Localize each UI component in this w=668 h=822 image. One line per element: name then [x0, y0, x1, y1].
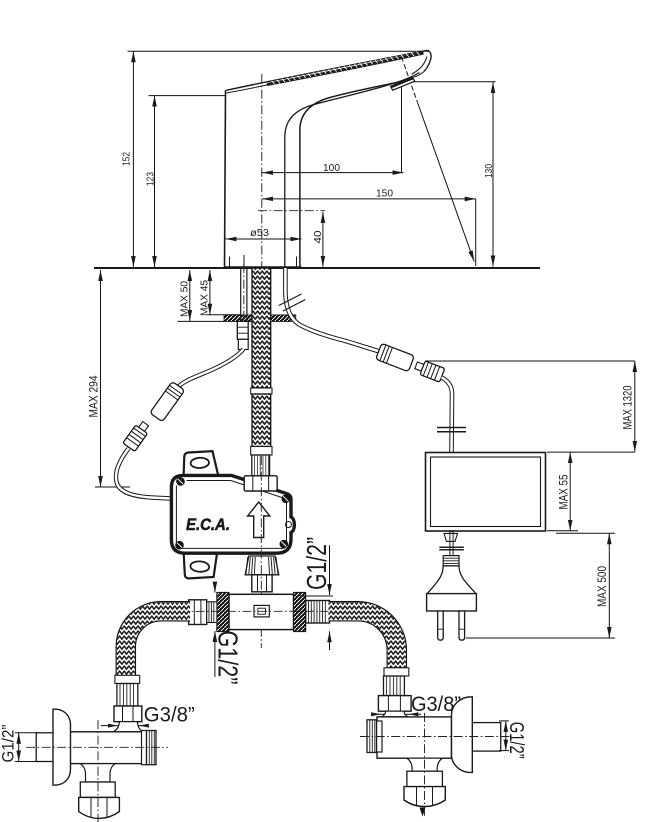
svg-text:MAX 500: MAX 500 — [597, 566, 609, 607]
svg-text:G3/8”: G3/8” — [411, 693, 461, 716]
svg-text:123: 123 — [145, 172, 157, 186]
svg-text:40: 40 — [312, 230, 324, 243]
svg-text:100: 100 — [323, 162, 340, 174]
svg-text:G1/2”: G1/2” — [0, 724, 18, 762]
svg-text:150: 150 — [376, 188, 393, 200]
svg-text:G1/2”: G1/2” — [213, 631, 244, 685]
svg-text:MAX 55: MAX 55 — [558, 475, 570, 510]
svg-text:MAX 45: MAX 45 — [199, 280, 211, 316]
svg-text:G1/2”: G1/2” — [505, 722, 527, 759]
svg-text:MAX 294: MAX 294 — [89, 375, 101, 418]
svg-text:E.C.A.: E.C.A. — [186, 515, 230, 534]
svg-text:130: 130 — [483, 164, 495, 178]
svg-text:G1/2”: G1/2” — [301, 537, 332, 590]
svg-text:MAX 50: MAX 50 — [179, 281, 191, 317]
svg-text:152: 152 — [121, 152, 133, 166]
svg-text:G3/8”: G3/8” — [144, 704, 195, 727]
svg-text:ø53: ø53 — [250, 227, 269, 239]
svg-text:MAX 1320: MAX 1320 — [623, 386, 635, 430]
